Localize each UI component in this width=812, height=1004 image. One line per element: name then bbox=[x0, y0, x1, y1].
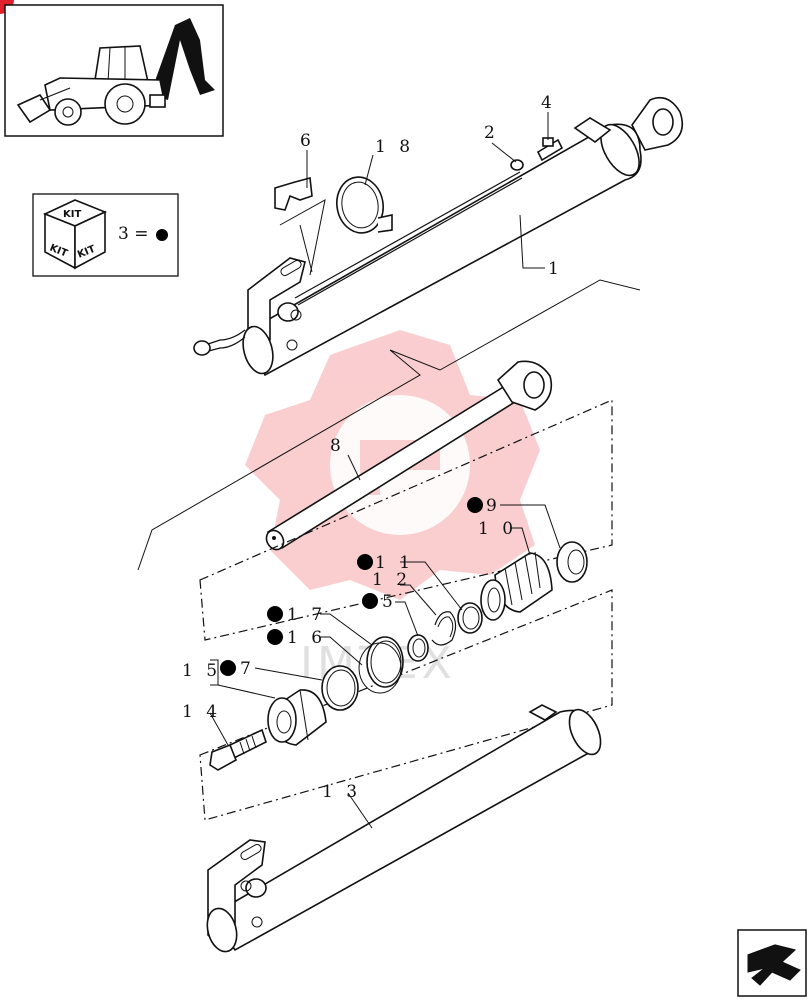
callout-4: 4 bbox=[541, 93, 556, 113]
callout-9: 9 bbox=[486, 496, 501, 516]
callout-1: 1 bbox=[548, 259, 563, 279]
callout-13: 1 3 bbox=[322, 782, 361, 802]
callout-7: 7 bbox=[240, 659, 255, 679]
kit-dot-16 bbox=[267, 629, 283, 645]
explode-box-lower bbox=[199, 589, 613, 821]
callout-8: 8 bbox=[330, 436, 345, 456]
leader-lines bbox=[137, 112, 641, 829]
callout-10: 1 0 bbox=[478, 519, 517, 539]
callout-2: 2 bbox=[484, 123, 499, 143]
kit-text-top: KIT bbox=[63, 209, 81, 220]
piston-rod bbox=[265, 360, 553, 551]
machine-thumbnail bbox=[4, 4, 224, 137]
kit-dot-7 bbox=[220, 660, 236, 676]
callout-5: 5 bbox=[382, 592, 397, 612]
callout-12: 1 2 bbox=[372, 570, 411, 590]
callout-11: 1 1 bbox=[375, 553, 414, 573]
kit-dot-5 bbox=[362, 593, 378, 609]
explode-box-upper bbox=[199, 399, 613, 641]
seal-parts bbox=[209, 541, 588, 771]
callout-14: 1 4 bbox=[182, 702, 221, 722]
callout-18: 1 8 bbox=[375, 137, 414, 157]
next-page-arrow-icon[interactable] bbox=[737, 929, 807, 997]
kit-dot-11 bbox=[357, 554, 373, 570]
cylinder-assembly bbox=[193, 96, 684, 377]
kit-dot-17 bbox=[267, 606, 283, 622]
kit-dot bbox=[156, 229, 168, 241]
callout-17: 1 7 bbox=[287, 605, 326, 625]
kit-legend: KIT KIT KIT 3 = bbox=[32, 193, 179, 277]
cylinder-barrel bbox=[206, 704, 602, 953]
callout-6: 6 bbox=[300, 131, 315, 151]
callout-16: 1 6 bbox=[287, 628, 326, 648]
kit-equation: 3 = bbox=[118, 224, 148, 244]
kit-dot-9 bbox=[467, 497, 483, 513]
callout-15: 1 5 bbox=[182, 661, 221, 681]
